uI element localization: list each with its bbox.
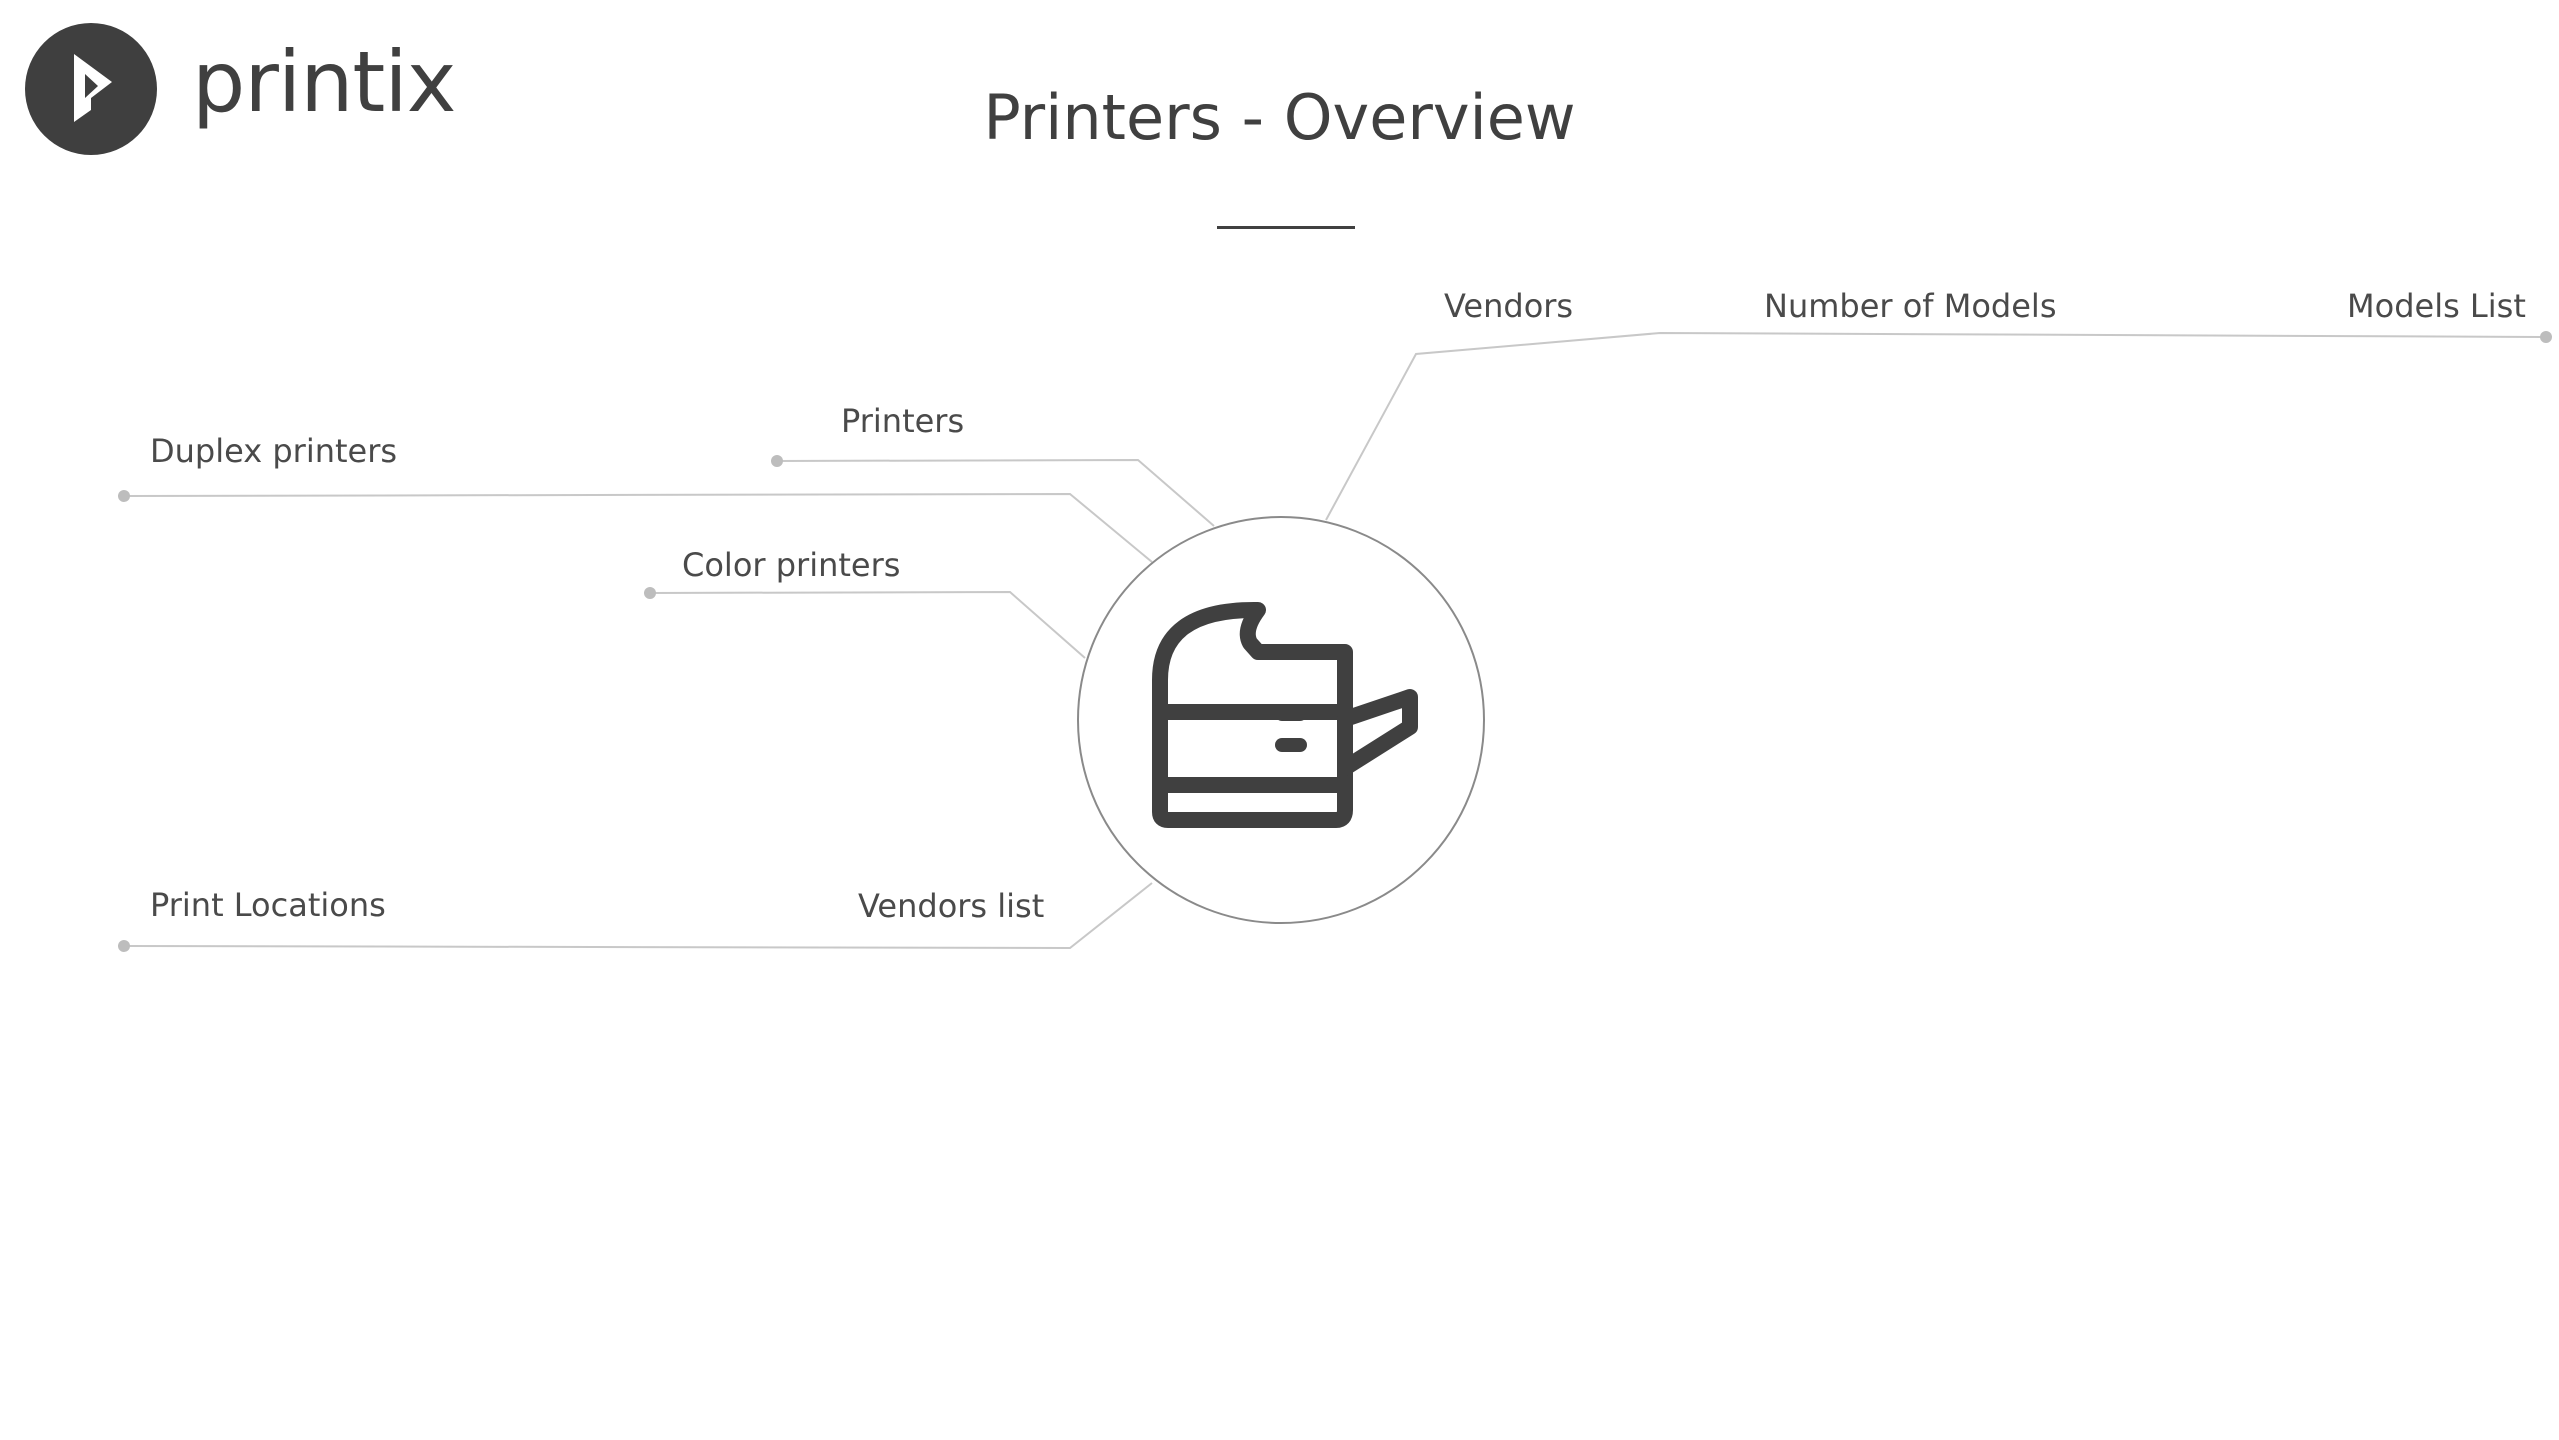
printix-logo[interactable]: printix [24, 22, 456, 158]
connector-dot-duplex-printers [118, 490, 130, 502]
connector-print-locations [123, 882, 1153, 950]
link-duplex-printers[interactable]: Duplex printers [150, 432, 398, 470]
connector-vendors [1325, 331, 2547, 521]
link-vendors-list[interactable]: Vendors list [858, 887, 1045, 925]
link-models-list[interactable]: Models List [2347, 287, 2526, 325]
printer-icon [1152, 602, 1418, 828]
link-number-of-models[interactable]: Number of Models [1764, 287, 2057, 325]
title-underline [1217, 226, 1355, 229]
printix-arrow-logo-icon [25, 23, 157, 155]
link-vendors[interactable]: Vendors [1444, 287, 1574, 325]
connector-dot-printers [771, 455, 783, 467]
connector-dot-color-printers [644, 587, 656, 599]
link-color-printers[interactable]: Color printers [682, 546, 901, 584]
connector-color-printers [649, 590, 1086, 659]
link-print-locations[interactable]: Print Locations [150, 886, 386, 924]
brand-name: printix [192, 33, 456, 131]
connector-dot-print-locations [118, 940, 130, 952]
page-title: Printers - Overview [983, 81, 1576, 154]
connector-duplex-printers [123, 492, 1153, 563]
link-printers[interactable]: Printers [841, 402, 965, 440]
connector-printers [776, 458, 1215, 527]
connector-dot-models-list [2540, 331, 2552, 343]
